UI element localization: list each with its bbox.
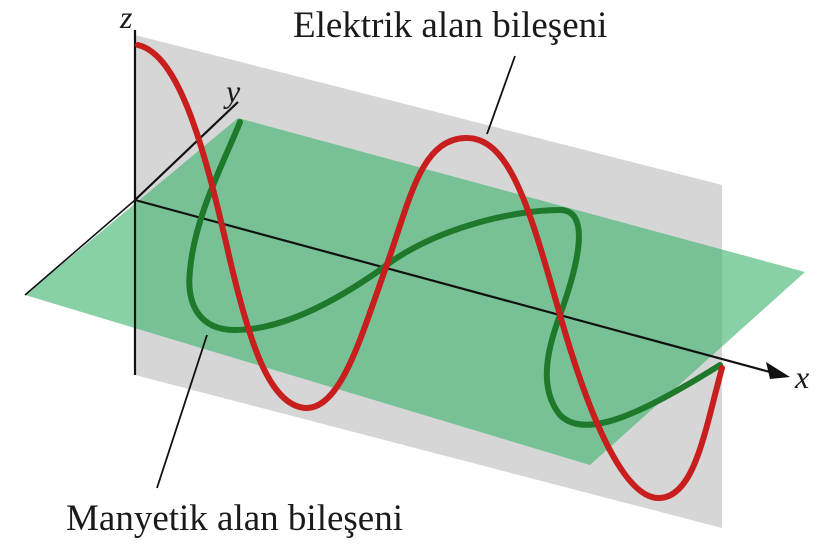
magnetic-field-plane <box>25 118 805 465</box>
y-axis-front <box>24 199 136 296</box>
axis-label-x: x <box>794 359 809 395</box>
y-axis <box>134 101 239 201</box>
axis-label-z: z <box>119 0 133 35</box>
magnetic-component-label: Manyetik alan bileşeni <box>66 498 403 539</box>
electric-label-leader <box>486 55 516 135</box>
electric-wave <box>135 42 725 502</box>
magnetic-wave <box>186 119 723 428</box>
electric-component-label: Elektrik alan bileşeni <box>293 5 607 46</box>
magnetic-label-leader <box>156 334 208 489</box>
x-axis <box>134 198 771 374</box>
axis-label-y: y <box>223 73 241 109</box>
x-axis-arrowhead <box>766 362 790 379</box>
